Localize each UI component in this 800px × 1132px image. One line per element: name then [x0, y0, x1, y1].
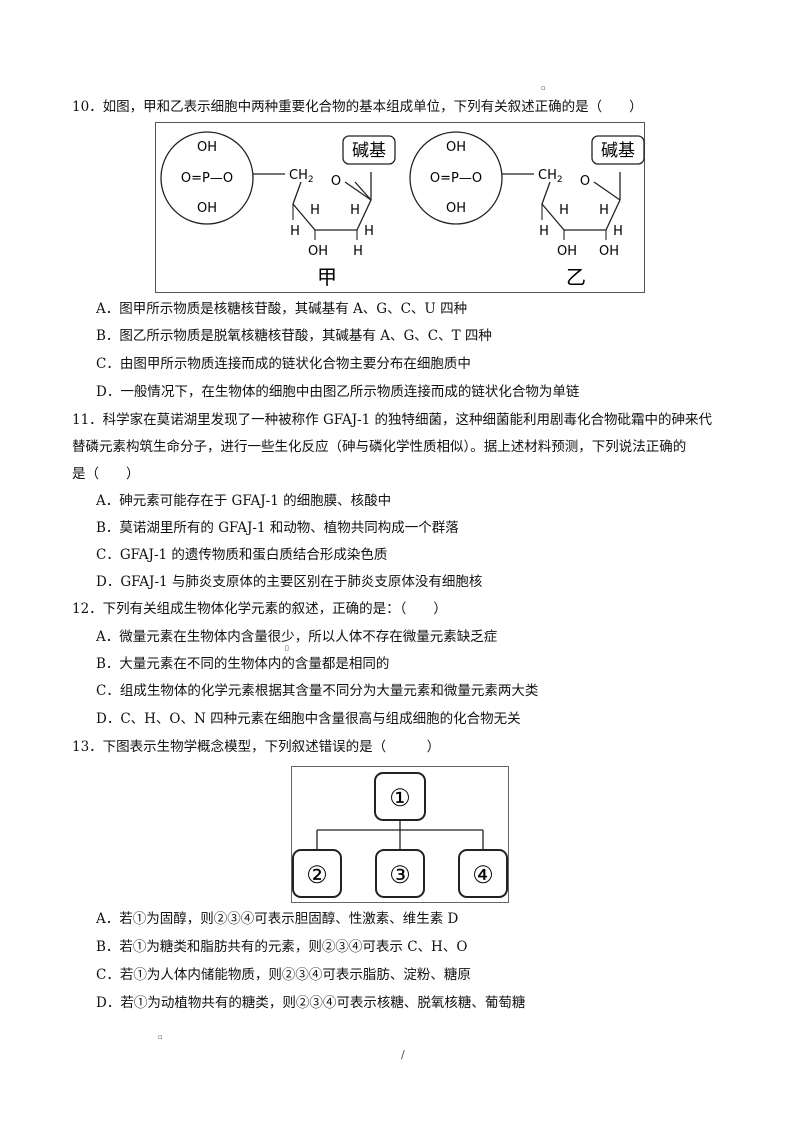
- phosphate-circle-left: [160, 131, 254, 225]
- concept-box-4: [458, 849, 508, 898]
- base-box-left: [342, 135, 396, 165]
- question-13-option-b: B．若①为糖类和脂肪共有的元素，则②③④可表示 C、H、O: [96, 939, 468, 955]
- nucleotide-figure: OH O=P—O OH CH2 O 碱基 H H H H OH H 甲 OH O…: [155, 122, 645, 293]
- phosphate-center-left: O=P—O: [181, 171, 233, 186]
- nucleotide-right: OH O=P—O OH CH2 O 碱基 H H H H OH OH 乙: [409, 131, 645, 289]
- phosphate-oh-top-left: OH: [197, 140, 217, 155]
- question-13-option-a: A．若①为固醇，则②③④可表示胆固醇、性激素、维生素 D: [96, 911, 459, 927]
- concept-label-4: ④: [472, 861, 494, 889]
- base-box-right: [591, 135, 645, 165]
- ring-o-left: O: [331, 174, 341, 189]
- stray-mark-top: ▫: [541, 84, 546, 92]
- concept-label-1: ①: [389, 784, 411, 812]
- question-10-option-c: C．由图甲所示物质连接而成的链状化合物主要分布在细胞质中: [96, 356, 471, 372]
- oh-left-sugar: OH: [308, 244, 328, 259]
- question-13-option-d: D．若①为动植物共有的糖类，则②③④可表示核糖、脱氧核糖、葡萄糖: [96, 995, 526, 1011]
- question-12-option-d: D．C、H、O、N 四种元素在细胞中含量很高与组成细胞的化合物无关: [96, 711, 521, 727]
- question-11-stem-line-1: 11．科学家在莫诺湖里发现了一种被称作 GFAJ-1 的独特细菌，这种细菌能利用…: [72, 412, 713, 428]
- oh-right-sugar-2: OH: [599, 244, 619, 259]
- oh-right-sugar-1: OH: [557, 244, 577, 259]
- question-13-option-c: C．若①为人体内储能物质，则②③④可表示脂肪、淀粉、糖原: [96, 967, 471, 983]
- question-12-option-b: B．大量元素在不同的生物体内的含量都是相同的: [96, 656, 390, 672]
- question-12-option-c: C．组成生物体的化学元素根据其含量不同分为大量元素和微量元素两大类: [96, 683, 539, 699]
- h-left-3: H: [350, 203, 360, 218]
- phosphate-oh-bottom-right: OH: [446, 201, 466, 216]
- h-left-5: H: [353, 244, 363, 259]
- question-11-option-b: B．莫诺湖里所有的 GFAJ-1 和动物、植物共同构成一个群落: [96, 520, 459, 536]
- question-10-option-d: D．一般情况下，在生物体的细胞中由图乙所示物质连接而成的链状化合物为单链: [96, 384, 580, 400]
- question-11-option-d: D．GFAJ-1 与肺炎支原体的主要区别在于肺炎支原体没有细胞核: [96, 574, 483, 590]
- question-11-stem-line-3: 是（ ）: [72, 466, 140, 482]
- base-label-right: 碱基: [601, 141, 635, 161]
- base-label-left: 碱基: [352, 141, 386, 161]
- question-11-stem-line-2: 替磷元素构筑生命分子，进行一些生化反应（砷与磷化学性质相似）。据上述材料预测，下…: [72, 439, 687, 455]
- concept-label-2: ②: [306, 861, 328, 889]
- ring-o-right: O: [580, 174, 590, 189]
- phosphate-oh-top-right: OH: [446, 140, 466, 155]
- ch2-label-left: CH2: [289, 168, 314, 185]
- caption-yi: 乙: [566, 265, 586, 289]
- h-right-2: H: [539, 224, 549, 239]
- question-11-option-c: C．GFAJ-1 的遗传物质和蛋白质结合形成染色质: [96, 547, 388, 563]
- phosphate-circle-right: [409, 131, 503, 225]
- phosphate-oh-bottom-left: OH: [197, 201, 217, 216]
- question-10-option-a: A．图甲所示物质是核糖核苷酸，其碱基有 A、G、C、U 四种: [96, 301, 468, 317]
- h-right-1: H: [559, 203, 569, 218]
- stray-mark-mid: ▯: [285, 644, 289, 652]
- question-13-stem: 13．下图表示生物学概念模型，下列叙述错误的是（ ）: [72, 739, 441, 755]
- concept-label-3: ③: [389, 861, 411, 889]
- page-mark: /: [401, 1048, 405, 1061]
- concept-box-2: [292, 849, 342, 898]
- question-12-option-a: A．微量元素在生物体内含量很少，所以人体不存在微量元素缺乏症: [96, 629, 498, 645]
- question-10-option-b: B．图乙所示物质是脱氧核糖核苷酸，其碱基有 A、G、C、T 四种: [96, 328, 492, 344]
- phosphate-center-right: O=P—O: [430, 171, 482, 186]
- nucleotide-left: OH O=P—O OH CH2 O 碱基 H H H H OH H 甲: [160, 131, 396, 289]
- question-11-option-a: A．砷元素可能存在于 GFAJ-1 的细胞膜、核酸中: [96, 493, 392, 509]
- h-right-3: H: [599, 203, 609, 218]
- h-left-2: H: [290, 224, 300, 239]
- h-left-4: H: [364, 224, 374, 239]
- question-10-stem: 10．如图，甲和乙表示细胞中两种重要化合物的基本组成单位，下列有关叙述正确的是（…: [72, 99, 643, 115]
- concept-box-3: [375, 849, 425, 898]
- h-right-4: H: [613, 224, 623, 239]
- concept-model-figure: ① ② ③ ④: [291, 766, 509, 903]
- question-12-stem: 12．下列有关组成生物体化学元素的叙述，正确的是：（ ）: [72, 601, 447, 617]
- h-left-1: H: [310, 203, 320, 218]
- stray-mark-bottom: ▫: [158, 1033, 163, 1041]
- caption-jia: 甲: [317, 265, 337, 289]
- ch2-label-right: CH2: [538, 168, 563, 185]
